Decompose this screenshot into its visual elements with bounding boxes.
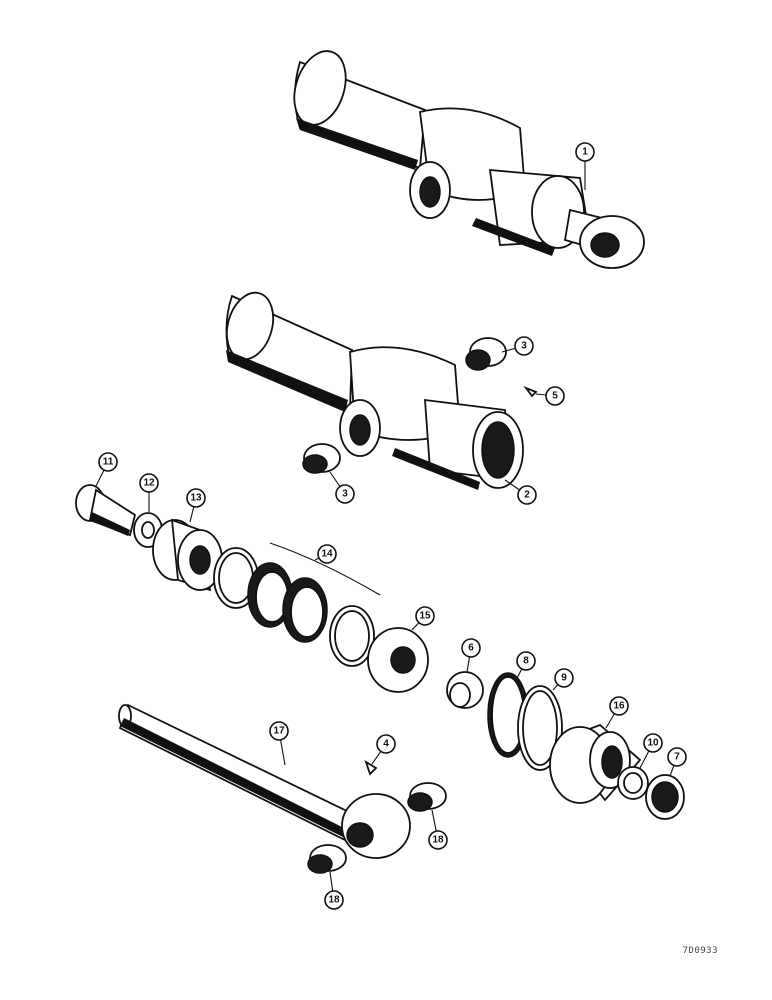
callout-c16: 16 bbox=[605, 696, 629, 729]
callout-c8: 8 bbox=[515, 651, 536, 681]
callout-circle bbox=[516, 651, 536, 671]
callout-circle bbox=[376, 734, 396, 754]
callout-number: 1 bbox=[582, 147, 588, 158]
callout-number: 11 bbox=[103, 457, 114, 468]
callout-number: 3 bbox=[521, 341, 527, 352]
callout-number: 7 bbox=[674, 752, 680, 763]
callout-number: 3 bbox=[342, 489, 348, 500]
callout-circle bbox=[643, 733, 663, 753]
callout-circle bbox=[609, 696, 629, 716]
callout-circle bbox=[415, 606, 435, 626]
callout-number: 17 bbox=[273, 726, 285, 737]
callout-circle bbox=[575, 142, 595, 162]
callout-c18b: 18 bbox=[324, 871, 344, 910]
callout-c13: 13 bbox=[186, 488, 206, 523]
piston-rod bbox=[118, 703, 411, 859]
callout-c15: 15 bbox=[411, 606, 435, 631]
rod-bushing-left bbox=[307, 844, 347, 874]
callout-c10: 10 bbox=[639, 733, 663, 769]
callout-c2: 2 bbox=[504, 479, 537, 505]
callout-number: 13 bbox=[190, 493, 202, 504]
callout-c3a: 3 bbox=[501, 336, 534, 356]
callout-c14: 14 bbox=[314, 544, 337, 564]
callout-circle bbox=[667, 747, 687, 767]
rod-bushing-right bbox=[407, 782, 447, 812]
seal-kit bbox=[213, 542, 381, 667]
callout-number: 14 bbox=[321, 549, 333, 560]
wiper bbox=[645, 774, 685, 820]
callout-c12: 12 bbox=[139, 473, 159, 512]
cylinder-body bbox=[225, 291, 524, 490]
bushing-lower bbox=[302, 443, 341, 474]
cylinder-assembly bbox=[293, 50, 645, 269]
bushing-upper bbox=[465, 337, 507, 371]
piston-bolt bbox=[75, 484, 137, 537]
callout-number: 8 bbox=[523, 656, 529, 667]
callout-c9: 9 bbox=[552, 668, 574, 691]
callout-circle bbox=[139, 473, 159, 493]
callout-circle bbox=[517, 485, 537, 505]
callout-number: 18 bbox=[328, 895, 340, 906]
callout-number: 18 bbox=[432, 835, 444, 846]
callout-number: 16 bbox=[613, 701, 625, 712]
callout-circle bbox=[317, 544, 337, 564]
callout-circle bbox=[545, 386, 565, 406]
piston bbox=[152, 518, 223, 592]
callout-circle bbox=[461, 638, 481, 658]
callout-number: 5 bbox=[552, 391, 558, 402]
callout-circle bbox=[324, 890, 344, 910]
callout-c7: 7 bbox=[667, 747, 687, 777]
callout-c18a: 18 bbox=[428, 809, 448, 850]
callout-number: 10 bbox=[647, 738, 659, 749]
callout-circle bbox=[554, 668, 574, 688]
grease-fitting-upper bbox=[523, 385, 538, 398]
callout-c6: 6 bbox=[461, 638, 481, 673]
wear-ring bbox=[367, 627, 429, 693]
callout-number: 6 bbox=[468, 643, 474, 654]
callout-circle bbox=[514, 336, 534, 356]
callout-number: 15 bbox=[419, 611, 431, 622]
callout-circle bbox=[186, 488, 206, 508]
callout-circle bbox=[269, 721, 289, 741]
callout-c1: 1 bbox=[575, 142, 595, 190]
callout-number: 4 bbox=[383, 739, 389, 750]
callout-circle bbox=[335, 484, 355, 504]
drawing-code: 7D0933 bbox=[682, 946, 718, 956]
callout-c5: 5 bbox=[535, 386, 565, 406]
callout-number: 12 bbox=[143, 478, 155, 489]
grease-fitting-lower bbox=[364, 759, 378, 776]
callout-circle bbox=[98, 452, 118, 472]
callout-c4: 4 bbox=[371, 734, 396, 765]
callout-number: 2 bbox=[524, 490, 530, 501]
callout-number: 9 bbox=[561, 673, 567, 684]
callout-c11: 11 bbox=[95, 452, 118, 487]
callout-c3b: 3 bbox=[329, 471, 355, 504]
gland-bushing bbox=[446, 671, 484, 709]
rod-seal bbox=[617, 766, 649, 800]
callout-c17: 17 bbox=[269, 721, 289, 766]
callout-circle bbox=[428, 830, 448, 850]
